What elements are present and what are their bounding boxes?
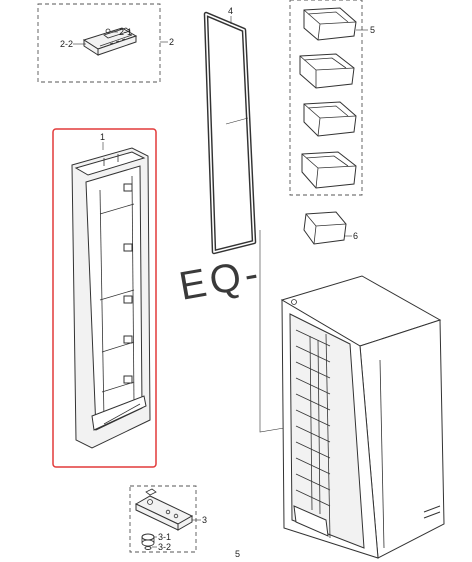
door-gasket-group: 4: [203, 6, 297, 433]
selected-part-highlight: [52, 128, 157, 468]
callout-2-2: 2-2: [60, 39, 73, 49]
callout-2: 2: [169, 37, 174, 47]
callout-3-2: 3-2: [158, 542, 171, 552]
callout-3: 3: [202, 515, 207, 525]
door-bin-2: [299, 53, 355, 89]
callout-1: 1: [100, 132, 105, 142]
refrigerator-cabinet: [280, 275, 445, 559]
handle-bracket: [82, 27, 138, 56]
door-bins-box: [289, 0, 363, 196]
handle-assembly-box: [37, 3, 161, 83]
callout-4: 4: [228, 6, 233, 16]
door-bin-3: [303, 101, 357, 137]
hinge-assembly-box: [129, 485, 197, 553]
callout-6: 6: [353, 231, 358, 241]
hinge-pin: [141, 533, 155, 550]
small-bin-group: 6: [303, 211, 358, 245]
callout-2-1: 2-1: [119, 27, 132, 37]
watermark-text: EQ-: [176, 251, 266, 309]
door-bins-group: 5: [289, 0, 375, 196]
door-bin-4: [301, 151, 357, 189]
page-number: 5: [235, 549, 240, 559]
handle-assembly-group: 2-1 2-2 2: [37, 3, 174, 83]
hinge-bracket: [134, 488, 194, 531]
callout-3-1: 3-1: [158, 532, 171, 542]
small-bin: [303, 211, 347, 245]
door-liner-panel: [71, 147, 151, 449]
door-panel-group: 1: [52, 128, 157, 468]
hinge-assembly-group: 3 3-1 3-2: [129, 485, 207, 553]
callout-5: 5: [370, 25, 375, 35]
door-bin-1: [303, 7, 357, 41]
